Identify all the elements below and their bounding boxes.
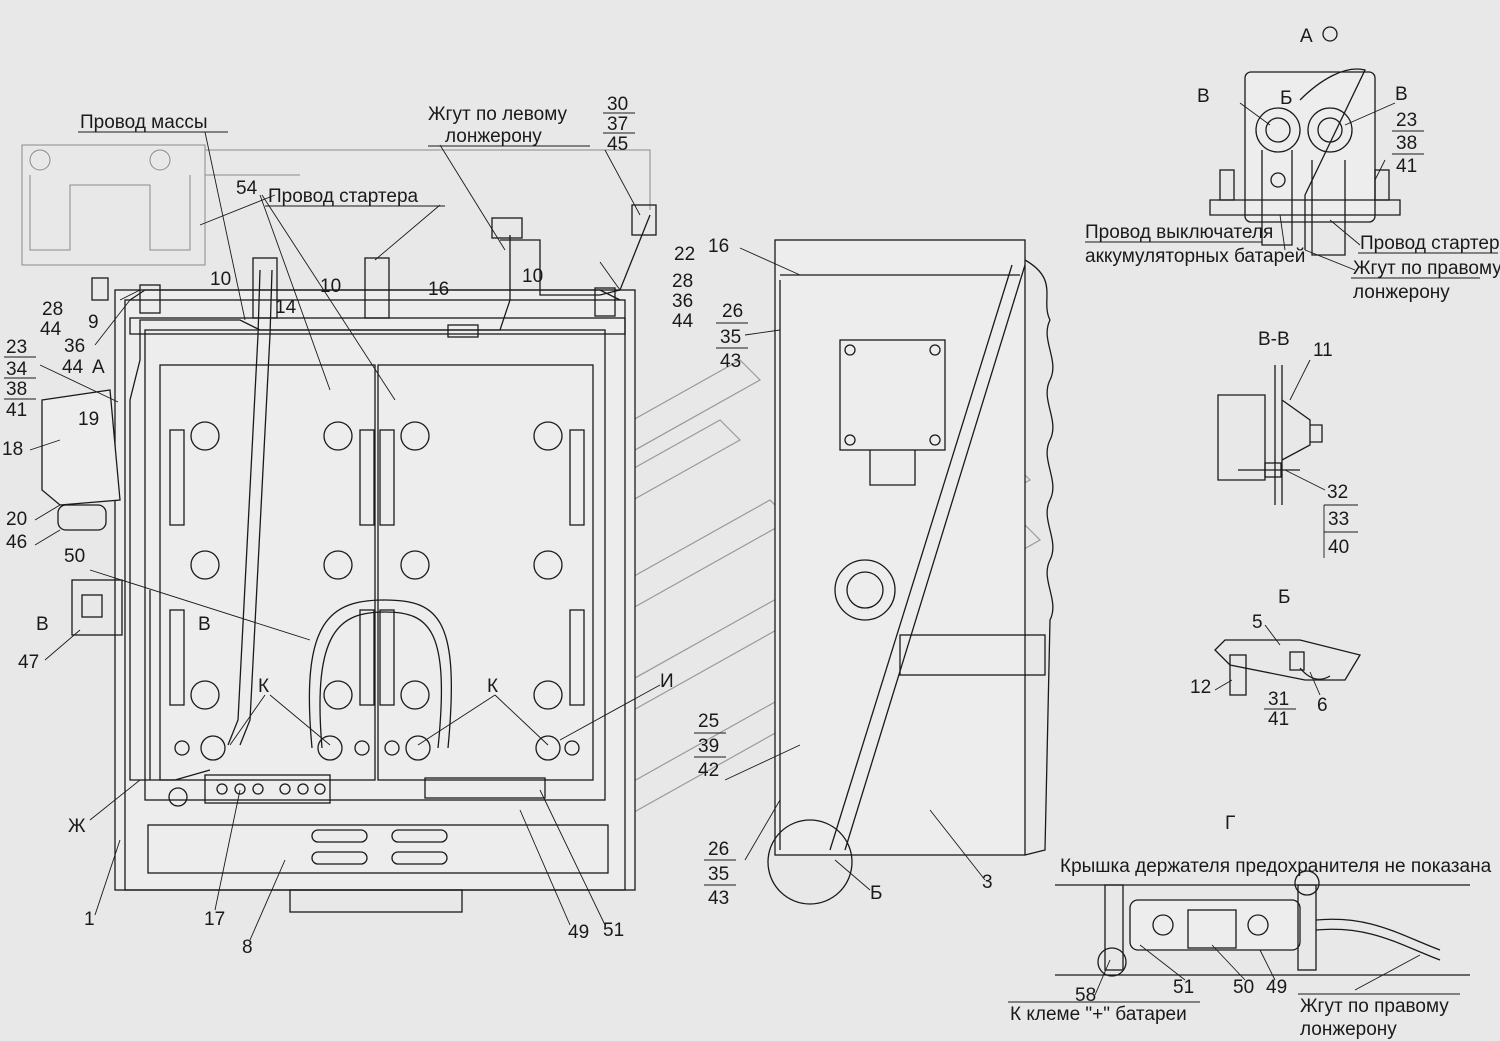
label-to-terminal: К клеме "+" батареи <box>1010 1004 1187 1025</box>
label-33: 33 <box>1328 509 1349 530</box>
label-k-right: К <box>487 676 498 697</box>
label-left-harness-2: лонжерону <box>445 126 542 147</box>
battery-box-side-view <box>767 239 1054 905</box>
label-34: 34 <box>6 359 28 380</box>
label-26-bottom: 26 <box>708 839 729 860</box>
battery-box-front-view <box>21 144 657 913</box>
label-i: И <box>660 671 674 692</box>
label-6: 6 <box>1317 695 1328 716</box>
label-44-left: 44 <box>40 319 62 340</box>
label-right-harness-a-2: лонжерону <box>1353 282 1450 303</box>
label-38-a: 38 <box>1396 133 1417 154</box>
label-47: 47 <box>18 652 39 673</box>
label-10-a: 10 <box>210 269 231 290</box>
label-54: 54 <box>236 178 258 199</box>
label-11: 11 <box>1313 340 1333 361</box>
label-a-v-right: В <box>1395 84 1408 105</box>
label-starter-wire-a: Провод стартера <box>1360 233 1500 254</box>
label-18: 18 <box>2 439 23 460</box>
label-8: 8 <box>242 937 253 958</box>
label-23-a: 23 <box>1396 110 1417 131</box>
label-28-left: 28 <box>42 299 63 320</box>
label-a-v-left: В <box>1197 86 1210 107</box>
section-g <box>1055 870 1470 977</box>
section-v-v <box>1217 365 1323 505</box>
label-right-harness-a-1: Жгут по правому <box>1353 258 1500 279</box>
label-31: 31 <box>1268 689 1289 710</box>
label-zh: Ж <box>68 816 86 837</box>
label-10-b: 10 <box>320 276 341 297</box>
label-28-right: 28 <box>672 271 693 292</box>
label-switch-wire-1: Провод выключателя <box>1085 222 1273 243</box>
label-36-right: 36 <box>672 291 693 312</box>
label-41-b: 41 <box>1268 709 1289 730</box>
label-44-left-b: 44 <box>62 357 84 378</box>
label-16-side: 16 <box>708 236 729 257</box>
label-50-left: 50 <box>64 546 85 567</box>
label-41-a: 41 <box>1396 156 1417 177</box>
label-36-left: 36 <box>64 336 85 357</box>
label-58: 58 <box>1075 985 1096 1006</box>
label-10-c: 10 <box>522 266 543 287</box>
label-41-left: 41 <box>6 400 27 421</box>
label-51-main: 51 <box>603 920 624 941</box>
label-46: 46 <box>6 532 27 553</box>
text-labels: Провод массы Жгут по левому лонжерону Пр… <box>2 26 1500 1040</box>
label-16-top: 16 <box>428 279 449 300</box>
label-view-a: А <box>1300 26 1313 47</box>
label-32: 32 <box>1327 482 1348 503</box>
label-v-left: В <box>36 614 49 635</box>
label-37: 37 <box>607 114 628 135</box>
label-38-left: 38 <box>6 379 27 400</box>
label-42: 42 <box>698 760 719 781</box>
label-section-g: Г <box>1225 813 1235 834</box>
label-35-bottom: 35 <box>708 864 729 885</box>
label-5: 5 <box>1252 612 1263 633</box>
label-22: 22 <box>674 244 695 265</box>
label-b-side: Б <box>870 883 882 904</box>
label-right-harness-g-2: лонжерону <box>1300 1019 1397 1040</box>
label-k-left: К <box>258 676 269 697</box>
label-right-harness-g-1: Жгут по правому <box>1300 996 1449 1017</box>
label-starter-wire: Провод стартера <box>268 186 419 207</box>
label-23-left: 23 <box>6 337 27 358</box>
label-51-g: 51 <box>1173 977 1194 998</box>
label-40: 40 <box>1328 537 1349 558</box>
label-9: 9 <box>88 312 99 333</box>
label-19: 19 <box>78 409 99 430</box>
label-17: 17 <box>204 909 225 930</box>
label-a-b-mid: Б <box>1280 88 1292 109</box>
label-49-main: 49 <box>568 922 589 943</box>
label-30: 30 <box>607 94 628 115</box>
label-44-right: 44 <box>672 311 694 332</box>
label-section-b: Б <box>1278 587 1290 608</box>
label-45: 45 <box>607 134 628 155</box>
detail-a <box>1209 26 1401 256</box>
label-43-top: 43 <box>720 351 741 372</box>
label-14: 14 <box>275 297 297 318</box>
label-switch-wire-2: аккумуляторных батарей <box>1085 246 1305 267</box>
label-50-g: 50 <box>1233 977 1254 998</box>
label-49-g: 49 <box>1266 977 1287 998</box>
label-39: 39 <box>698 736 719 757</box>
label-35-top: 35 <box>720 327 741 348</box>
label-12: 12 <box>1190 677 1211 698</box>
label-section-vv: В-В <box>1258 329 1290 350</box>
label-a-small: А <box>92 357 105 378</box>
label-mass-wire: Провод массы <box>80 112 207 133</box>
label-3: 3 <box>982 872 993 893</box>
label-26-top: 26 <box>722 301 743 322</box>
label-left-harness-1: Жгут по левому <box>428 104 567 125</box>
label-20: 20 <box>6 509 27 530</box>
label-cover-note: Крышка держателя предохранителя не показ… <box>1060 856 1492 877</box>
label-1: 1 <box>84 909 95 930</box>
section-b <box>1214 639 1362 696</box>
leader-lines <box>29 102 1421 996</box>
label-v-right: В <box>198 614 211 635</box>
label-43-bottom: 43 <box>708 888 729 909</box>
label-25: 25 <box>698 711 719 732</box>
